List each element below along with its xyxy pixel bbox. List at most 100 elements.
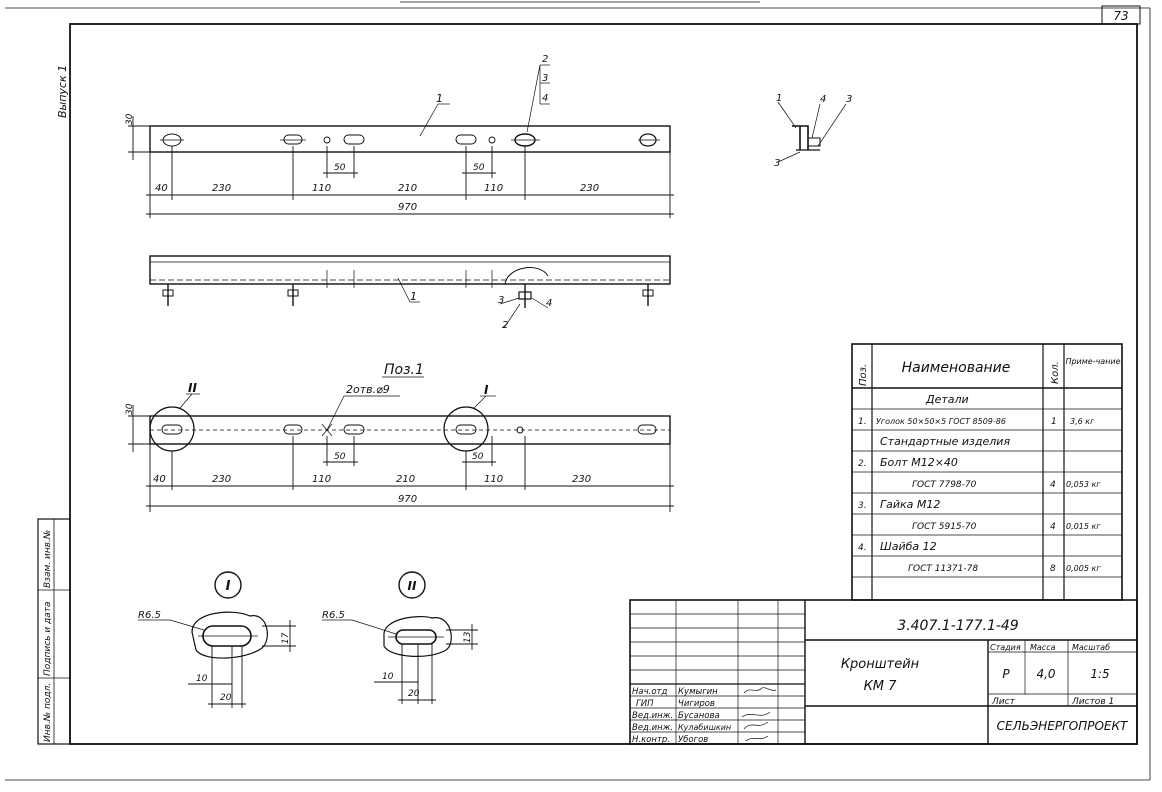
detail-i-radius: R6.5 <box>138 610 161 621</box>
bolt-circle-3 <box>638 133 660 147</box>
spec-row-7-pos: 4. <box>858 543 867 553</box>
slot-dim-2: 50 <box>473 163 485 173</box>
detail-i-w10: 10 <box>196 674 208 684</box>
bolt-stub-4 <box>642 284 654 306</box>
detail-i-label: I <box>226 579 231 594</box>
stamp-sign-label: Подпись и дата <box>43 601 53 676</box>
spec-row-0-name: Детали <box>925 393 969 406</box>
spec-row-8-name: ГОСТ 11371-78 <box>908 564 978 574</box>
bolt-circle-2 <box>511 133 540 147</box>
height-dim-pos1: 30 <box>125 403 135 415</box>
spec-row-1-note: 3,6 кг <box>1070 417 1095 426</box>
spec-table: Поз. Наименование Кол. Приме-чание Детал… <box>851 343 1123 601</box>
detail-leader-3b: 3 <box>774 158 780 169</box>
spec-row-4-name: ГОСТ 7798-70 <box>912 480 977 490</box>
spec-row-1-pos: 1. <box>858 417 867 427</box>
sig-role-3: Вед.инж. <box>632 723 673 733</box>
spec-row-4-qty: 4 <box>1050 480 1056 490</box>
pos1-dim-210: 210 <box>396 474 415 485</box>
left-stamp: Инв.№ подл. Подпись и дата Взам. инв.№ <box>37 518 71 745</box>
signature-mark-2 <box>741 711 771 718</box>
detail-ii: II R6.5 13 10 20 <box>322 571 478 704</box>
drawing-frame <box>69 23 1138 745</box>
spec-row-4-note: 0,053 кг <box>1066 480 1101 489</box>
spec-row-6-name: ГОСТ 5915-70 <box>912 522 977 532</box>
spec-header-note: Приме-чание <box>1065 357 1120 366</box>
hole-note: 2отв.⌀9 <box>346 383 390 396</box>
spec-row-8-note: 0,005 кг <box>1066 564 1101 573</box>
leader-3-side: 3 <box>498 295 504 306</box>
sig-name-0: Кумыгин <box>678 687 718 697</box>
detail-ii-radius: R6.5 <box>322 610 345 621</box>
title-block: Нач.отд Кумыгин ГИП Чигиров Вед.инж. Бус… <box>629 599 1138 745</box>
pos1-view: Поз.1 II I 2отв.⌀9 30 <box>125 362 674 512</box>
spec-row-5-name: Гайка М12 <box>880 498 940 511</box>
spec-row-5-pos: 3. <box>858 501 867 511</box>
spec-header-pos: Поз. <box>858 364 869 386</box>
dim-total-top: 970 <box>398 202 417 213</box>
callout-label-i: I <box>484 383 489 397</box>
issue-label: Выпуск 1 <box>56 65 69 118</box>
sig-name-1: Чигиров <box>678 699 715 709</box>
leader-2-side: 2 <box>502 320 508 331</box>
sig-name-3: Кулабишкин <box>678 723 731 732</box>
pos1-slot-dim-1: 50 <box>334 452 346 462</box>
spec-row-1-qty: 1 <box>1051 417 1057 427</box>
pos1-dim-230a: 230 <box>212 474 231 485</box>
spec-row-2-name: Стандартные изделия <box>880 435 1010 448</box>
top-view: 1 2 3 4 30 50 50 40 230 110 210 <box>125 54 674 218</box>
stamp-replace-label: Взам. инв.№ <box>43 530 53 588</box>
pos1-title: Поз.1 <box>384 362 424 378</box>
scale-value: 1:5 <box>1090 667 1109 681</box>
slot-1 <box>280 134 306 145</box>
sheets-label: Листов 1 <box>1071 697 1114 707</box>
sig-role-1: ГИП <box>636 699 654 709</box>
slot-3 <box>455 134 477 145</box>
bolt-circle-1 <box>160 133 184 147</box>
leader-3-top: 3 <box>542 73 548 84</box>
hole-2 <box>488 136 496 144</box>
pos1-dim-230b: 230 <box>572 474 591 485</box>
hole-1 <box>323 136 331 144</box>
pos1-dim-total: 970 <box>398 494 417 505</box>
dim-110b-top: 110 <box>484 183 503 194</box>
leader-4-top: 4 <box>542 93 548 104</box>
spec-row-7-name: Шайба 12 <box>880 540 937 553</box>
scale-header: Масштаб <box>1072 643 1110 652</box>
mass-header: Масса <box>1030 643 1056 652</box>
section-detail: 1 4 3 3 <box>774 93 852 169</box>
signature-mark-0 <box>743 687 777 694</box>
sig-role-0: Нач.отд <box>632 687 667 697</box>
leader-1-top: 1 <box>436 92 443 105</box>
detail-i-w20: 20 <box>220 693 232 703</box>
spec-header-qty: Кол. <box>1050 361 1061 384</box>
dim-230b-top: 230 <box>580 183 599 194</box>
signature-mark-3 <box>743 721 769 730</box>
pos1-dim-110b: 110 <box>484 474 503 485</box>
detail-leader-4: 4 <box>820 94 826 105</box>
dim-110a-top: 110 <box>312 183 331 194</box>
pos1-dim-110a: 110 <box>312 474 331 485</box>
spec-row-1-name: Уголок 50×50×5 ГОСТ 8509-86 <box>876 417 1006 426</box>
leader-1-side: 1 <box>410 290 417 303</box>
slot-dim-1: 50 <box>334 163 346 173</box>
spec-header-name: Наименование <box>902 360 1011 376</box>
detail-ii-height: 13 <box>463 631 473 643</box>
detail-ii-label: II <box>408 579 417 593</box>
sig-role-4: Н.контр. <box>632 735 670 745</box>
spec-row-6-note: 0,015 кг <box>1066 522 1101 531</box>
callout-label-ii: II <box>188 381 197 395</box>
dim-210-top: 210 <box>398 183 417 194</box>
signature-mark-4 <box>745 735 769 742</box>
sheet-label: Лист <box>991 697 1016 707</box>
bolt-stub-3 <box>518 284 532 308</box>
dim-230a-top: 230 <box>212 183 231 194</box>
pos1-dim-40: 40 <box>153 474 166 485</box>
detail-ii-w10: 10 <box>382 672 394 682</box>
organization: СЕЛЬЭНЕРГОПРОЕКТ <box>997 719 1129 733</box>
stamp-inv-label: Инв.№ подл. <box>43 683 53 742</box>
leader-2-top: 2 <box>542 54 548 65</box>
stage-header: Стадия <box>990 643 1021 652</box>
slot-2 <box>343 134 365 145</box>
